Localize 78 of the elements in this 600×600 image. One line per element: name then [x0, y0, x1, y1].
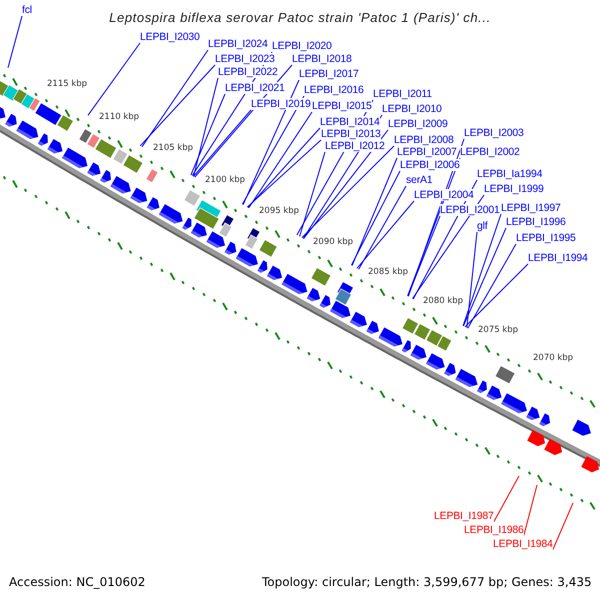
gene-label: LEPBI_I2011 — [373, 88, 432, 100]
gene-label: LEPBI_I2023 — [215, 53, 275, 65]
footer-text: Topology: circular; Length: 3,599,677 bp; Genes: 3,435 — [262, 575, 592, 589]
gene-label: LEPBI_I2007 — [397, 146, 457, 158]
leader-line — [303, 130, 388, 240]
leader-line — [466, 232, 478, 328]
gene-label: LEPBI_I2020 — [272, 40, 332, 52]
leader-line — [350, 170, 400, 266]
leader-line — [552, 502, 574, 550]
leader-line — [248, 112, 312, 208]
gene-label: LEPBI_I1995 — [516, 232, 576, 244]
leader-line — [242, 80, 300, 206]
scale-label: 2110 kbp — [99, 112, 140, 122]
scale-label: 2090 kbp — [313, 237, 354, 247]
gene-label: LEPBI_I2014 — [320, 116, 380, 128]
gene-label: LEPBI_I2010 — [382, 103, 442, 115]
leader-line — [88, 42, 140, 116]
leader-line — [356, 200, 414, 269]
leader-line — [407, 216, 440, 297]
gene-label: LEPBI_I2001 — [440, 204, 500, 216]
gene-label: LEPBI_I2021 — [225, 82, 285, 94]
scale-label: 2070 kbp — [533, 353, 574, 363]
map-title: Leptospira biflexa serovar Patoc strain 'Patoc 1 (Paris)' ch... — [108, 10, 492, 26]
gene-label: LEPBI_Ia1994 — [477, 168, 542, 180]
gene-label: serA1 — [406, 174, 432, 186]
gene-label: fcl — [22, 4, 32, 16]
leader-line — [464, 264, 528, 328]
gene-label: LEPBI_I1999 — [484, 183, 544, 195]
gene-label: glf — [477, 220, 488, 232]
leader-line — [193, 110, 252, 177]
scale-label: 2115 kbp — [47, 79, 88, 89]
leader-line — [352, 158, 398, 266]
leader-line — [246, 140, 322, 208]
leader-line — [242, 96, 304, 205]
leader-line — [467, 244, 516, 329]
gene-label: LEPBI_I2002 — [460, 146, 520, 158]
gene-label: LEPBI_I2015 — [312, 100, 372, 112]
scale-label: 2095 kbp — [259, 206, 300, 216]
gene-label: LEPBI_I2018 — [292, 53, 352, 65]
gene-label: LEPBI_I1994 — [528, 252, 588, 264]
leader-line — [493, 476, 520, 522]
gene-label: LEPBI_I2012 — [325, 140, 385, 152]
leader-line — [462, 228, 506, 326]
leader-line — [8, 16, 22, 68]
gene-label: LEPBI_I2030 — [140, 31, 200, 43]
gene-label: LEPBI_I2017 — [299, 68, 359, 80]
gene-label: LEPBI_I2004 — [414, 189, 474, 201]
scale-label: 2075 kbp — [478, 325, 518, 335]
gene-label: LEPBI_I1997 — [501, 202, 561, 214]
gene-label: LEPBI_I2022 — [218, 66, 278, 78]
gene-label: LEPBI_I1986 — [464, 524, 524, 536]
gene-label: LEPBI_I1987 — [434, 510, 494, 522]
leader-line — [248, 128, 320, 208]
footer-text: Accession: NC_010602 — [9, 575, 146, 589]
scale-label: 2085 kbp — [368, 267, 408, 277]
leader-line — [190, 94, 226, 176]
leader-line — [301, 146, 394, 238]
gene-label: LEPBI_I1996 — [506, 216, 566, 228]
gene-label: LEPBI_I2008 — [394, 134, 454, 146]
scale-label: 2080 kbp — [423, 296, 464, 306]
gene-label: LEPBI_I2024 — [208, 38, 268, 50]
leader-line — [299, 152, 326, 237]
gene-label: LEPBI_I2006 — [400, 159, 460, 171]
gene-label: LEPBI_I2013 — [321, 128, 381, 140]
gene-label: LEPBI_I2009 — [388, 118, 448, 130]
leader-line — [412, 194, 484, 300]
leader-line — [140, 64, 216, 146]
leader-line — [142, 50, 208, 148]
scale-label: 2105 kbp — [153, 143, 194, 153]
gene-label: LEPBI_I2016 — [304, 84, 364, 96]
gene-label: LEPBI_I2019 — [251, 98, 311, 110]
leader-line — [358, 186, 406, 270]
gene-label: LEPBI_I2003 — [464, 127, 524, 139]
leader-line — [462, 214, 502, 326]
leader-line — [523, 484, 538, 536]
leader-line — [193, 78, 218, 177]
gene-label: LEPBI_I1984 — [493, 538, 553, 550]
scale-label: 2100 kbp — [205, 175, 246, 185]
